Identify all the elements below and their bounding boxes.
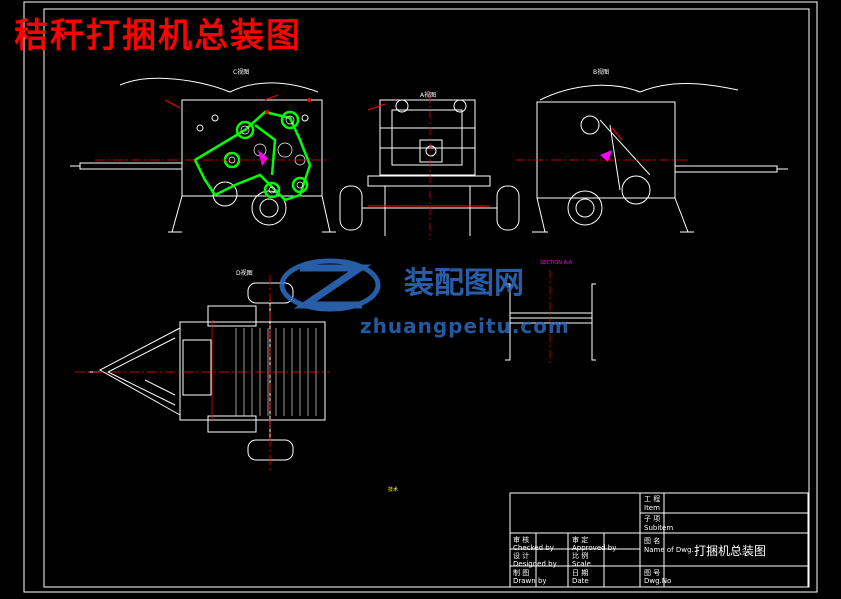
tb-scale-cn: 比 例 — [572, 552, 589, 560]
sheet-inner-border — [43, 8, 810, 588]
tb-scale-en: Scale — [572, 560, 591, 568]
middle-view-red-lines — [367, 95, 490, 240]
top-view-label: D视图 — [236, 270, 253, 277]
front-view — [70, 77, 336, 233]
technical-note-label: 技术 — [388, 487, 399, 493]
tb-approved-en: Approved by — [572, 544, 617, 552]
tb-subitem-cn: 子 项 — [644, 515, 661, 523]
rear-view — [532, 83, 788, 233]
front-view-highlights — [164, 94, 311, 166]
front-view-label: C视图 — [233, 69, 250, 76]
top-view-marks — [75, 275, 330, 470]
tb-date-en: Date — [572, 577, 589, 585]
watermark-text-cn: 装配图网 — [404, 266, 524, 301]
tb-item-cn: 工 程 — [644, 495, 661, 503]
watermark-text-en: zhuangpeitu.com — [360, 314, 570, 338]
tb-name-en: Name of Dwg. — [644, 546, 694, 554]
tb-checked-en: Checked by — [513, 544, 554, 552]
rear-view-label: B视图 — [593, 69, 610, 76]
middle-view — [339, 99, 520, 236]
tb-drafter-en: Drawn by — [513, 577, 547, 585]
watermark-logo-icon — [279, 258, 381, 312]
tb-drawing-name: 打捆机总装图 — [694, 544, 767, 558]
rear-view-highlights — [515, 127, 690, 162]
drawing-title: 秸秆打捆机总装图 — [14, 16, 302, 56]
top-view — [88, 282, 326, 461]
front-view-chain-drive — [193, 110, 312, 202]
tb-subitem-en: Subitem — [644, 524, 674, 532]
tb-dwgno-cn: 图 号 — [644, 569, 661, 577]
sheet-outer-border — [23, 1, 818, 593]
tb-designed-en: Designed by — [513, 560, 557, 568]
tb-checked-cn: 审 核 — [513, 536, 530, 544]
tb-designed-cn: 设 计 — [513, 552, 530, 560]
tb-approved-cn: 审 定 — [572, 536, 589, 544]
tb-date-cn: 日 期 — [572, 569, 589, 577]
tb-drafter-cn: 制 图 — [513, 569, 530, 577]
tb-item-en: Item — [644, 504, 660, 512]
section-view — [505, 283, 596, 361]
title-block-grid — [509, 492, 809, 588]
section-view-label: SECTION A-A — [540, 260, 573, 266]
middle-view-label: A视图 — [420, 92, 437, 99]
tb-name-cn: 图 名 — [644, 537, 661, 545]
tb-dwgno-en: Dwg.No — [644, 577, 672, 585]
